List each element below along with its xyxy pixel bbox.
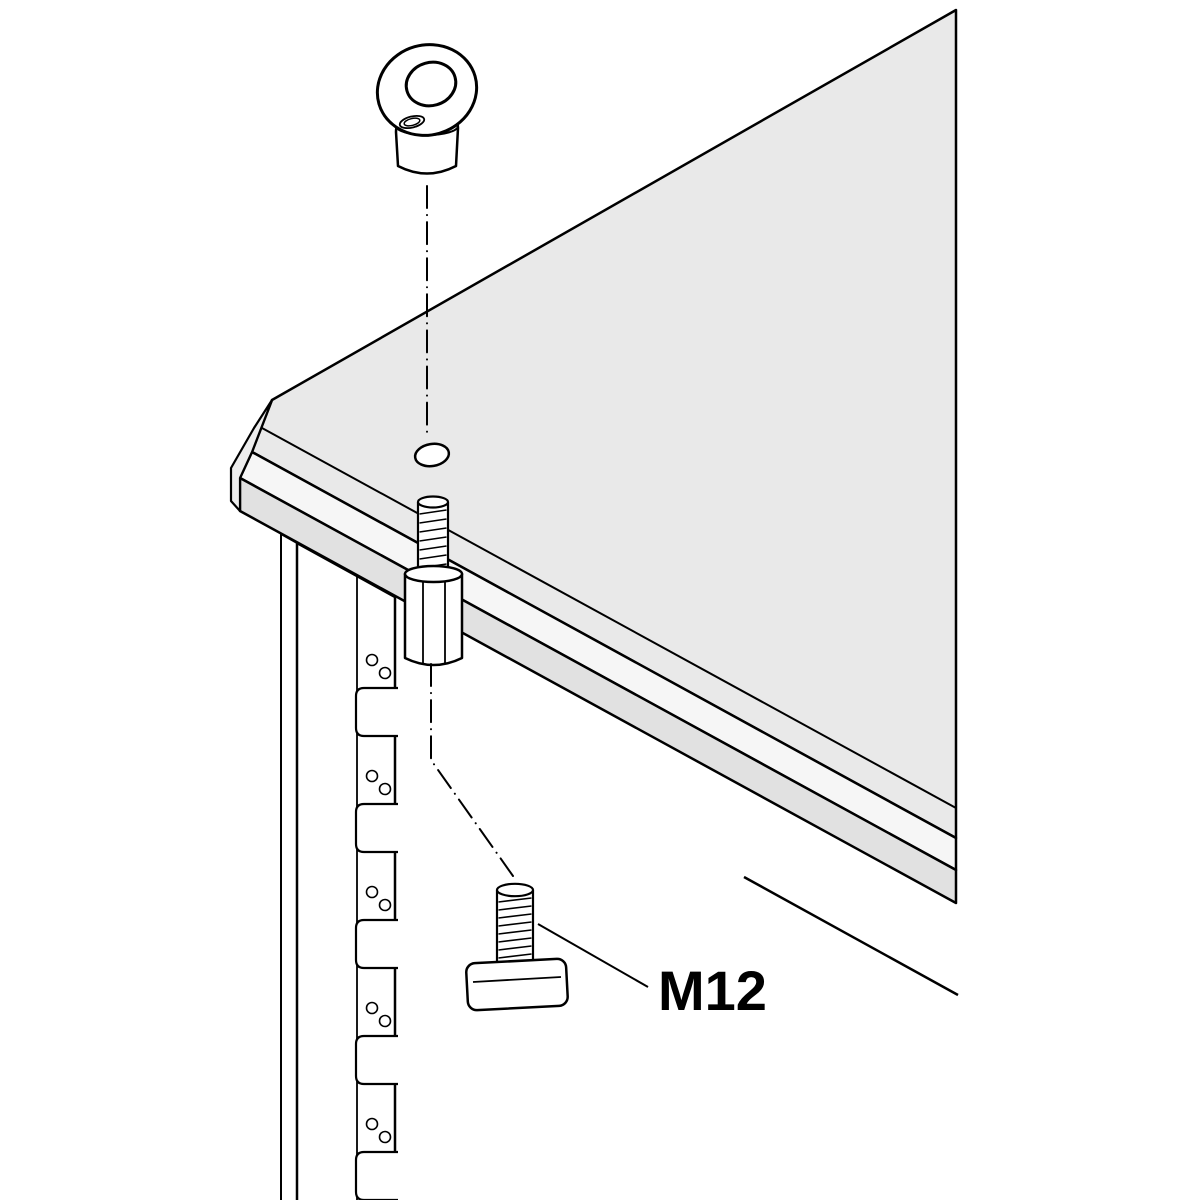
assembly-centerlines [426, 185, 514, 877]
bolt-centerline [430, 663, 514, 877]
m12-size-label: M12 [658, 959, 767, 1022]
standoff-top-face [403, 564, 464, 584]
rail-main-face [295, 541, 397, 1200]
bolt-head-edge-line [472, 976, 562, 983]
lifting-eye-nut [375, 43, 479, 175]
bolt-t-head [465, 957, 569, 1012]
stud-thread-lines [419, 509, 447, 569]
eye-nut-thread-hole-inner [403, 117, 421, 127]
panel-corner-profile [229, 398, 274, 513]
m12-leader-line [537, 923, 649, 988]
t-head-bolt [465, 882, 569, 1012]
m12-annotation: M12 [537, 923, 767, 1022]
cabinet-front-edge-line [743, 875, 959, 997]
mounting-rail [280, 533, 400, 1200]
bolt-top-face [495, 882, 535, 898]
rail-side-face [280, 533, 298, 1200]
panel-mounting-hole [413, 442, 451, 468]
hex-standoff-with-stud [403, 495, 464, 667]
drawing-root: M12 [229, 8, 959, 1200]
bolt-thread-lines [498, 897, 532, 959]
standoff-body [403, 572, 464, 667]
eye-ring-hole [404, 60, 458, 108]
panel-rim-inner-edge [261, 427, 957, 809]
stud-top-face [416, 495, 450, 509]
bolt-shank-fill [497, 890, 533, 964]
